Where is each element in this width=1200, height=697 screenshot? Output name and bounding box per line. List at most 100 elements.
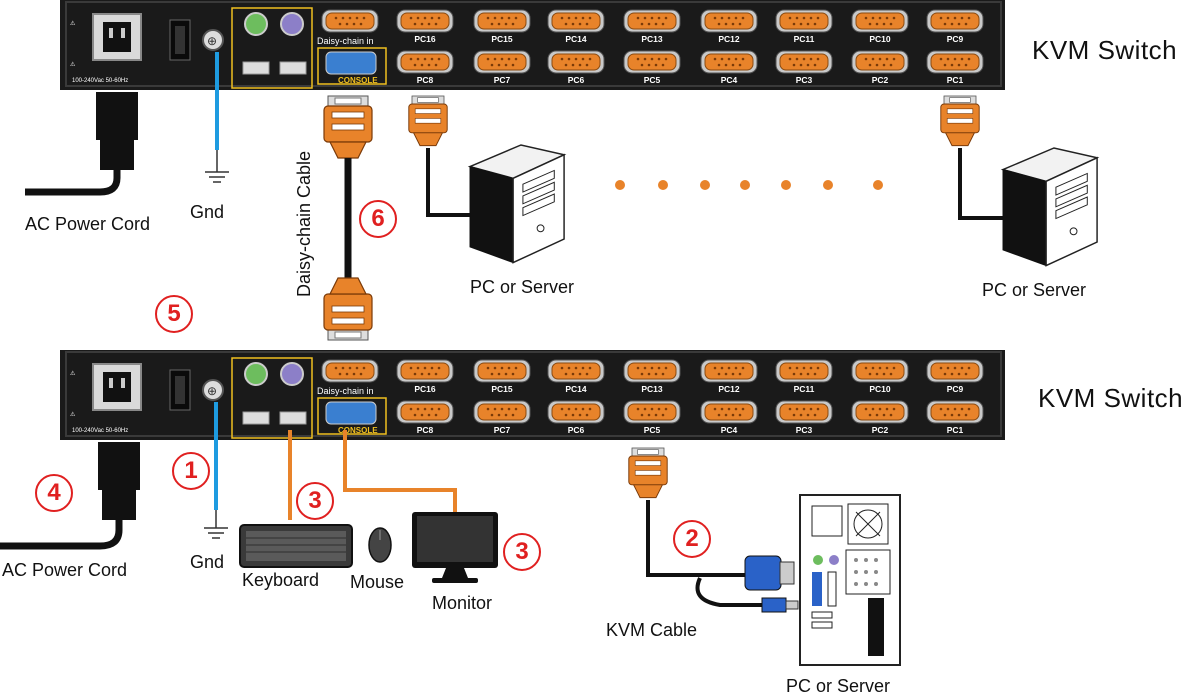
ground-wire-top bbox=[205, 52, 229, 183]
port-pc3 bbox=[775, 50, 833, 74]
svg-text:⊕: ⊕ bbox=[207, 34, 217, 48]
port-label-pc10: PC10 bbox=[869, 34, 891, 44]
port-pc13 bbox=[623, 359, 681, 383]
port-pc13 bbox=[623, 9, 681, 33]
port-label-pc6: PC6 bbox=[568, 425, 585, 435]
port-label-pc13: PC13 bbox=[641, 34, 663, 44]
pc8-cable bbox=[408, 95, 475, 217]
daisy-chain-in-label: Daisy-chain in bbox=[317, 36, 374, 46]
port-pc5 bbox=[623, 400, 681, 424]
ac-power-cord-top bbox=[25, 92, 138, 196]
port-pc7 bbox=[473, 400, 531, 424]
port-pc9 bbox=[926, 359, 984, 383]
pc-or-server-label-1: PC or Server bbox=[470, 277, 575, 297]
port-pc3 bbox=[775, 400, 833, 424]
console-label: CONSOLE bbox=[338, 426, 378, 435]
port-pc12 bbox=[700, 359, 758, 383]
port-label-pc12: PC12 bbox=[718, 34, 740, 44]
port-label-pc16: PC16 bbox=[414, 384, 436, 394]
port-pc6 bbox=[547, 50, 605, 74]
port-label-pc5: PC5 bbox=[644, 75, 661, 85]
pc-or-server-label-2: PC or Server bbox=[982, 280, 1087, 300]
port-label-pc2: PC2 bbox=[872, 75, 889, 85]
svg-text:⚠: ⚠ bbox=[70, 61, 76, 68]
port-pc2 bbox=[851, 400, 909, 424]
port-pc4 bbox=[700, 50, 758, 74]
pc-server-back-panel bbox=[799, 494, 901, 666]
more-pcs-dots bbox=[615, 180, 883, 190]
pc-tower-1 bbox=[469, 144, 565, 264]
port-label-pc1: PC1 bbox=[947, 425, 964, 435]
port-pc8 bbox=[396, 50, 454, 74]
kvm-switch-title-top: KVM Switch bbox=[1032, 35, 1178, 65]
port-pc5 bbox=[623, 50, 681, 74]
port-pc7 bbox=[473, 50, 531, 74]
port-pc11 bbox=[775, 9, 833, 33]
monitor-device bbox=[412, 512, 498, 583]
port-label-pc7: PC7 bbox=[494, 425, 511, 435]
port-pc8 bbox=[396, 400, 454, 424]
port-label-pc2: PC2 bbox=[872, 425, 889, 435]
voltage-label: 100-240Vac 50-60Hz bbox=[72, 428, 128, 434]
step-4-badge: 4 bbox=[35, 474, 73, 512]
port-label-pc8: PC8 bbox=[417, 75, 434, 85]
gnd-label-top: Gnd bbox=[190, 202, 225, 222]
pc-tower-2 bbox=[1002, 147, 1098, 267]
port-pc6 bbox=[547, 400, 605, 424]
port-pc1 bbox=[926, 50, 984, 74]
ground-wire-bottom bbox=[204, 402, 228, 539]
port-pc2 bbox=[851, 50, 909, 74]
pc-or-server-label-3: PC or Server bbox=[786, 676, 891, 696]
port-label-pc6: PC6 bbox=[568, 75, 585, 85]
port-label-pc14: PC14 bbox=[565, 34, 587, 44]
port-label-pc12: PC12 bbox=[718, 384, 740, 394]
port-label-pc7: PC7 bbox=[494, 75, 511, 85]
kvm-cable bbox=[628, 447, 799, 613]
port-label-pc5: PC5 bbox=[644, 425, 661, 435]
port-pc14 bbox=[547, 9, 605, 33]
step-1-badge: 1 bbox=[172, 452, 210, 490]
port-pc11 bbox=[775, 359, 833, 383]
port-pc16 bbox=[396, 9, 454, 33]
step-5-badge: 5 bbox=[155, 295, 193, 333]
port-label-pc4: PC4 bbox=[721, 425, 738, 435]
port-label-pc15: PC15 bbox=[491, 34, 513, 44]
ac-power-cord-bottom bbox=[0, 442, 140, 550]
svg-text:⚠: ⚠ bbox=[70, 411, 76, 418]
daisy-chain-cable bbox=[323, 95, 373, 341]
svg-text:⚠: ⚠ bbox=[70, 20, 76, 27]
daisy-chain-cable-label: Daisy-chain Cable bbox=[294, 150, 314, 297]
port-pc4 bbox=[700, 400, 758, 424]
port-label-pc9: PC9 bbox=[947, 34, 964, 44]
port-label-pc16: PC16 bbox=[414, 34, 436, 44]
port-label-pc11: PC11 bbox=[794, 384, 815, 394]
port-pc15 bbox=[473, 359, 531, 383]
port-pc10 bbox=[851, 9, 909, 33]
port-label-pc3: PC3 bbox=[796, 425, 813, 435]
ac-power-cord-label-bottom: AC Power Cord bbox=[2, 560, 128, 580]
port-pc9 bbox=[926, 9, 984, 33]
monitor-cable bbox=[343, 430, 457, 512]
svg-text:⚠: ⚠ bbox=[70, 370, 76, 377]
port-pc14 bbox=[547, 359, 605, 383]
port-pc12 bbox=[700, 9, 758, 33]
kvm-cable-label: KVM Cable bbox=[606, 620, 698, 640]
step-3-badge-monitor: 3 bbox=[503, 533, 541, 571]
mouse-label: Mouse bbox=[350, 572, 405, 592]
port-label-pc13: PC13 bbox=[641, 384, 663, 394]
keyboard-device bbox=[239, 524, 353, 568]
port-label-pc1: PC1 bbox=[947, 75, 964, 85]
step-6-badge: 6 bbox=[359, 200, 397, 238]
mouse-device bbox=[368, 527, 392, 563]
keyboard-label: Keyboard bbox=[242, 570, 320, 590]
kvm-switch-title-bottom: KVM Switch bbox=[1038, 383, 1184, 413]
console-label: CONSOLE bbox=[338, 76, 378, 85]
port-label-pc9: PC9 bbox=[947, 384, 964, 394]
pc1-cable bbox=[940, 95, 1008, 220]
svg-text:⊕: ⊕ bbox=[207, 384, 217, 398]
port-pc10 bbox=[851, 359, 909, 383]
port-label-pc10: PC10 bbox=[869, 384, 891, 394]
port-label-pc15: PC15 bbox=[491, 384, 513, 394]
